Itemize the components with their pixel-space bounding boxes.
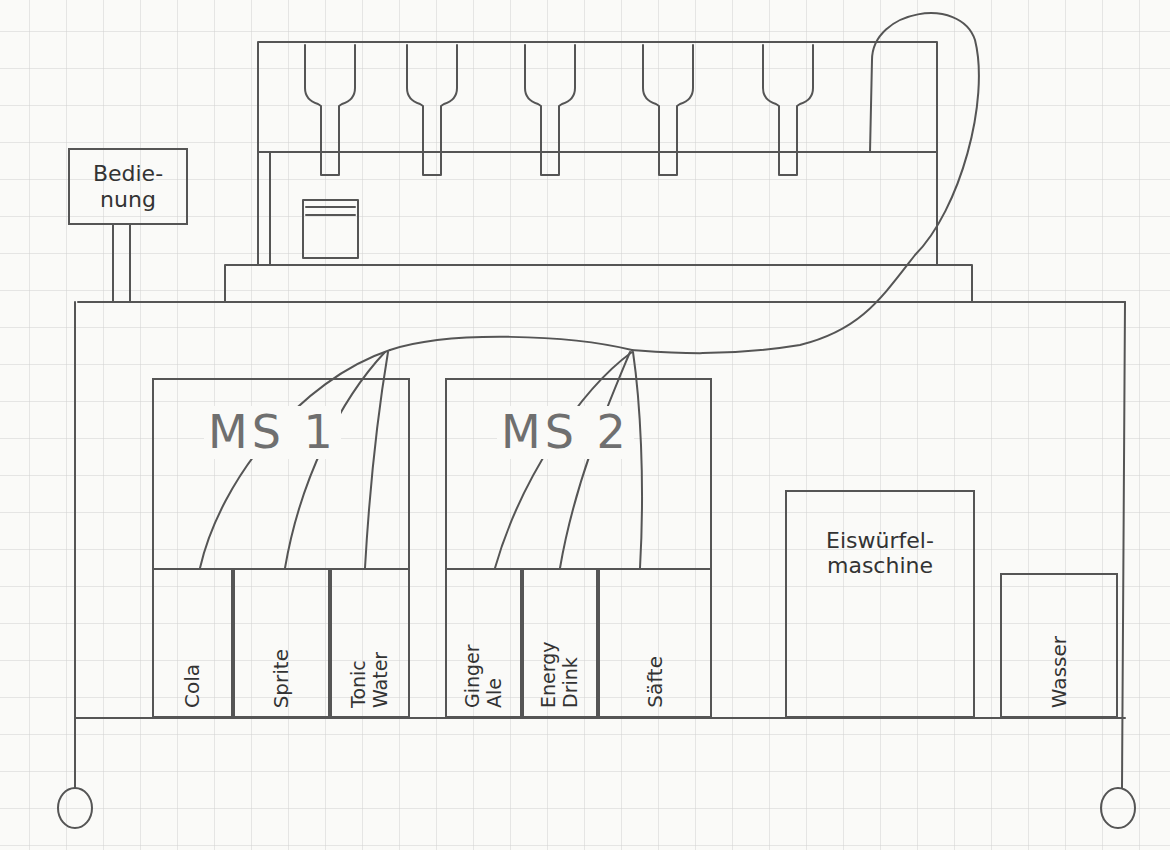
mixer-unit: Cola Sprite Tonic Water MS 1 (152, 378, 410, 718)
tube (390, 337, 632, 350)
sign-board: Bedie- nung (68, 148, 188, 225)
tube (285, 352, 385, 568)
syrup-container: Ginger Ale (445, 568, 522, 718)
box-label: Sprite (270, 649, 293, 708)
syrup-container: Sprite (233, 568, 330, 718)
cup-rim (306, 214, 355, 216)
sign-post (129, 225, 131, 302)
box-label: Cola (181, 664, 204, 708)
cart-leg (74, 302, 76, 788)
sign-post (112, 225, 114, 302)
wheel (58, 788, 92, 828)
syrup-container: Säfte (598, 568, 712, 718)
box-label: Eiswürfel- maschine (805, 528, 955, 579)
cup (303, 200, 358, 258)
wheel (1101, 788, 1135, 828)
box-label: Tonic Water (348, 633, 392, 708)
box-label: Säfte (644, 656, 667, 708)
tap (305, 45, 355, 175)
tap (643, 45, 693, 175)
tube (560, 352, 630, 568)
box-label: Ginger Ale (462, 633, 506, 708)
mixer-unit: Ginger Ale Energy Drink Säfte MS 2 (445, 378, 712, 718)
box-label: Energy Drink (538, 628, 582, 708)
dispenser-shelf (258, 151, 937, 153)
tap (763, 45, 813, 175)
water-container: Wasser (1000, 573, 1118, 718)
box-label: Bedie- nung (88, 161, 168, 212)
unit-label: MS 2 (497, 406, 634, 459)
tap (407, 45, 457, 175)
cup-rim (306, 206, 355, 208)
dispenser-base (225, 265, 972, 302)
syrup-container: Tonic Water (330, 568, 410, 718)
syrup-container: Cola (152, 568, 233, 718)
unit-label: MS 1 (204, 406, 341, 459)
hose (632, 13, 979, 353)
ice-machine: Eiswürfel- maschine (785, 490, 975, 718)
tube (200, 350, 390, 568)
box-label: Wasser (1048, 636, 1071, 708)
cart-top (78, 301, 1125, 303)
tap (525, 45, 575, 175)
tube (633, 352, 642, 568)
cart-leg (1122, 302, 1125, 788)
tube (495, 352, 632, 568)
dispenser-edge (269, 152, 271, 265)
tube (365, 352, 388, 568)
syrup-container: Energy Drink (522, 568, 598, 718)
dispenser-housing (258, 42, 937, 265)
